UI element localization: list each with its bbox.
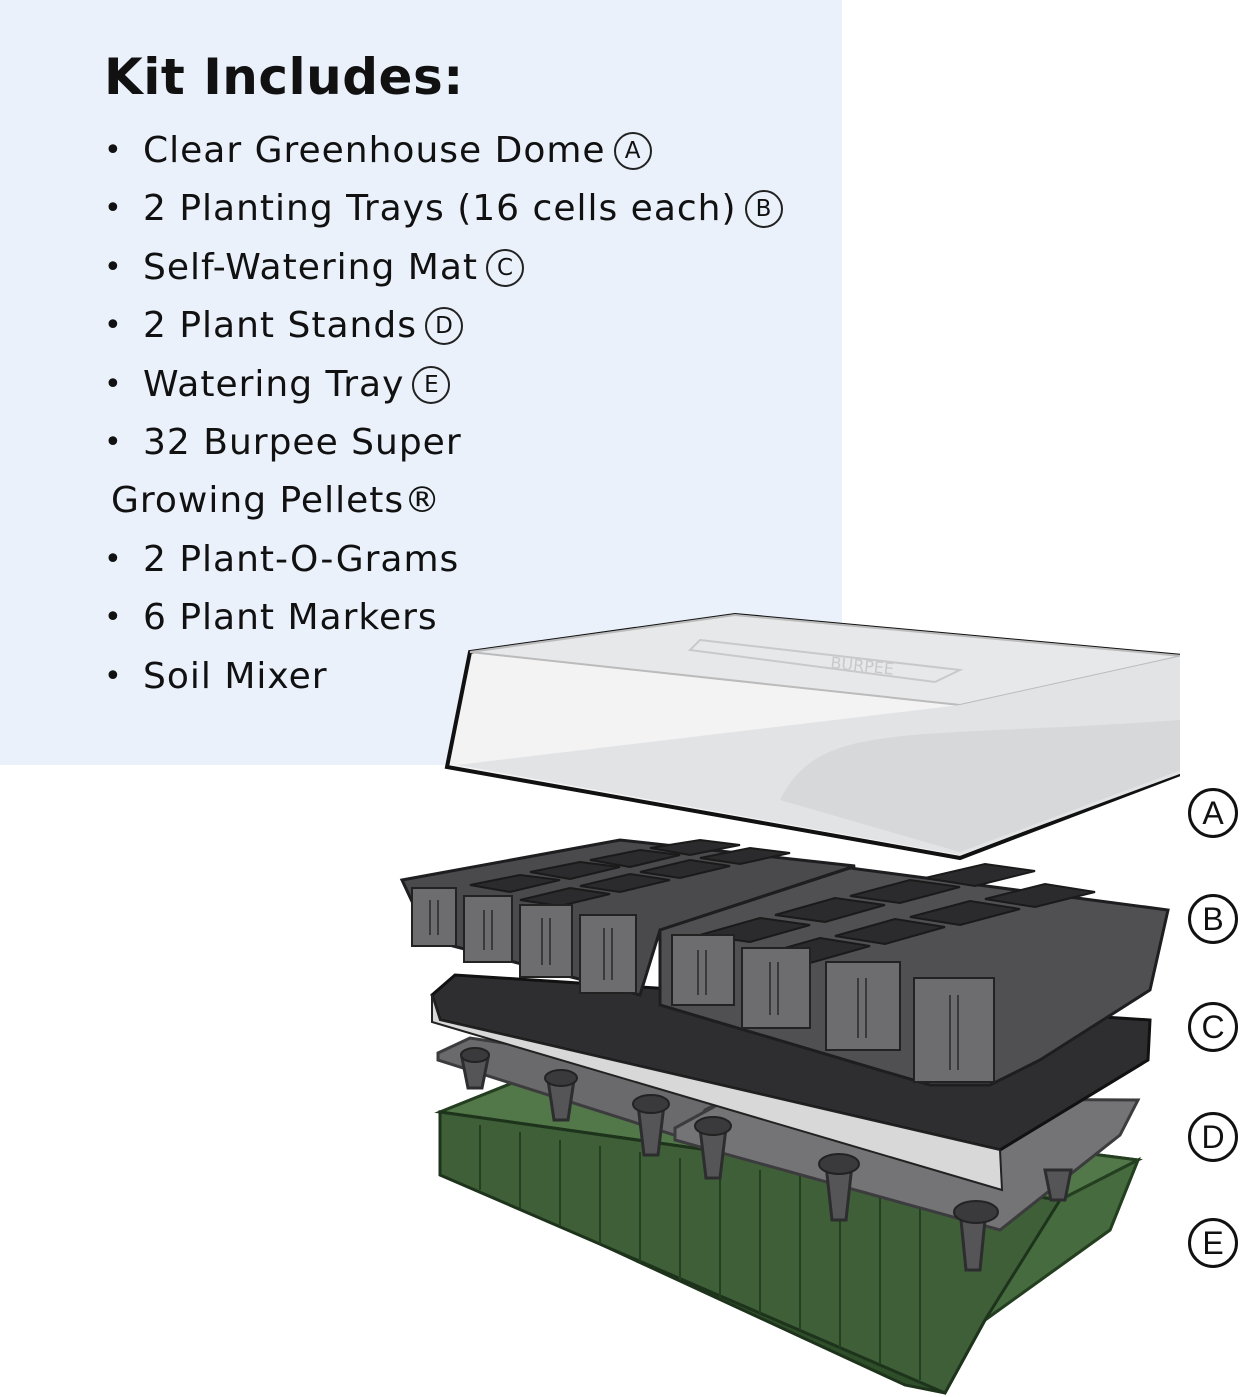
- kit-item-text: 32 Burpee Super: [143, 421, 462, 463]
- kit-item: • 32 Burpee Super: [104, 420, 824, 478]
- kit-item: • 2 Plant-O-Grams: [104, 537, 824, 595]
- bullet: •: [104, 541, 123, 577]
- label-d: D: [1188, 1112, 1238, 1162]
- label-b: B: [1188, 894, 1238, 944]
- kit-item-text: 2 Plant Stands: [143, 305, 417, 347]
- kit-item-text: Growing Pellets®: [111, 480, 442, 522]
- bullet: •: [104, 249, 123, 285]
- kit-item-text: Watering Tray: [143, 363, 405, 405]
- item-letter-badge: C: [486, 248, 525, 287]
- item-letter-badge: D: [424, 307, 463, 346]
- kit-item-text: Self-Watering Mat: [143, 246, 479, 288]
- label-e: E: [1188, 1218, 1238, 1268]
- label-a: A: [1188, 788, 1238, 838]
- component-labels: A B C D E: [1188, 0, 1238, 1397]
- planting-trays-illustration: [399, 838, 1170, 1087]
- bullet: •: [104, 191, 123, 227]
- bullet: •: [104, 600, 123, 636]
- label-c: C: [1188, 1002, 1238, 1052]
- item-letter-badge: E: [412, 365, 451, 404]
- kit-item-text: 6 Plant Markers: [143, 597, 438, 639]
- bullet: •: [104, 308, 123, 344]
- bullet: •: [104, 366, 123, 402]
- kit-item: • 6 Plant Markers: [104, 595, 824, 653]
- kit-item: • 2 Planting Trays (16 cells each)B: [104, 186, 824, 244]
- item-letter-badge: A: [613, 132, 652, 170]
- kit-item-text: 2 Planting Trays (16 cells each): [143, 188, 737, 230]
- seed-starter-kit-illustration: BURPEE: [399, 612, 1180, 1395]
- bullet: •: [104, 658, 123, 694]
- item-letter-badge: B: [744, 190, 783, 229]
- kit-item-text: Clear Greenhouse Dome: [143, 130, 606, 171]
- kit-item-continuation: Growing Pellets®: [104, 478, 824, 536]
- kit-item: • Soil Mixer: [104, 654, 824, 712]
- plant-stands-illustration: [436, 1036, 1141, 1272]
- bullet: •: [104, 133, 123, 168]
- bullet: •: [104, 424, 123, 460]
- kit-item-text: Soil Mixer: [143, 655, 328, 697]
- kit-item-text: 2 Plant-O-Grams: [143, 538, 460, 580]
- panel-title: Kit Includes:: [104, 48, 464, 106]
- greenhouse-dome-illustration: BURPEE: [444, 612, 1180, 861]
